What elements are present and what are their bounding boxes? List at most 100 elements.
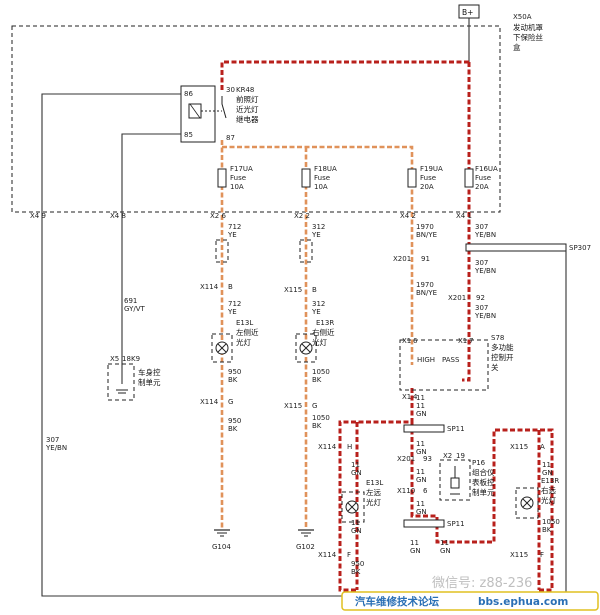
svg-text:盒: 盒 (513, 42, 521, 52)
svg-text:18: 18 (122, 355, 131, 363)
path-high-right (410, 422, 554, 592)
svg-text:KR48: KR48 (236, 86, 254, 94)
svg-text:11: 11 (416, 500, 425, 508)
svg-text:BN/YE: BN/YE (416, 231, 437, 239)
svg-text:E13L: E13L (366, 479, 383, 487)
svg-text:GN: GN (410, 547, 421, 555)
lamp-e13l-low: E13L 左侧近 光灯 (211, 319, 259, 363)
svg-text:YE/BN: YE/BN (474, 312, 496, 320)
svg-text:X50A: X50A (513, 13, 532, 21)
svg-text:F17UA: F17UA (230, 165, 253, 173)
svg-text:G: G (228, 398, 233, 406)
svg-text:光灯: 光灯 (366, 497, 381, 507)
svg-text:F18UA: F18UA (314, 165, 337, 173)
svg-text:A: A (540, 443, 545, 451)
svg-text:BK: BK (351, 568, 361, 576)
svg-text:光灯: 光灯 (236, 337, 251, 347)
svg-text:1970: 1970 (416, 281, 434, 289)
svg-text:GN: GN (351, 527, 362, 535)
svg-text:右远: 右远 (541, 485, 556, 495)
wire-labels-mid: 950 BK 1050 BK X114 G X115 G 950 BK 1050… (45, 368, 330, 452)
relay-pin87: 87 (226, 134, 235, 142)
svg-text:S78: S78 (491, 334, 504, 342)
svg-text:6: 6 (423, 487, 428, 495)
svg-text:YE/BN: YE/BN (474, 231, 496, 239)
svg-text:组合仪: 组合仪 (472, 467, 495, 477)
svg-text:G104: G104 (212, 543, 231, 551)
path-f19ua (222, 145, 414, 365)
fuse-f16ua: F16UA Fuse 20A (464, 165, 498, 191)
svg-text:GN: GN (351, 469, 362, 477)
pin-92: 92 (476, 294, 485, 302)
relay-coil-mark (189, 103, 201, 119)
svg-text:微信号: z88-236: 微信号: z88-236 (432, 576, 532, 591)
svg-text:X1: X1 (458, 337, 467, 345)
svg-text:YE/BN: YE/BN (45, 444, 67, 452)
svg-text:19: 19 (456, 452, 465, 460)
svg-text:汽车维修技术论坛: 汽车维修技术论坛 (355, 595, 439, 608)
fuse-f19ua: F19UA Fuse 20A (407, 165, 443, 191)
svg-text:BK: BK (312, 376, 322, 384)
splice-sp307 (465, 243, 567, 252)
svg-text:继电器: 继电器 (236, 114, 259, 124)
svg-text:BK: BK (228, 376, 238, 384)
svg-text:前照灯: 前照灯 (236, 94, 259, 104)
svg-text:X114: X114 (200, 398, 219, 406)
svg-text:X114: X114 (318, 551, 337, 559)
svg-text:多功能: 多功能 (491, 342, 514, 352)
svg-text:下保险丝: 下保险丝 (513, 32, 543, 42)
splice-sp11-top (403, 424, 445, 433)
svg-text:K9: K9 (131, 355, 140, 363)
svg-text:312: 312 (312, 223, 325, 231)
svg-text:11: 11 (351, 461, 360, 469)
svg-text:11: 11 (416, 468, 425, 476)
svg-text:312: 312 (312, 300, 325, 308)
svg-text:E13R: E13R (541, 477, 559, 485)
svg-text:G102: G102 (296, 543, 315, 551)
svg-text:10A: 10A (314, 183, 328, 191)
svg-text:车身控: 车身控 (138, 367, 161, 377)
svg-text:X2: X2 (443, 452, 452, 460)
wire-307-loop (41, 93, 469, 597)
svg-text:左远: 左远 (366, 487, 381, 497)
svg-text:X2 2: X2 2 (294, 212, 310, 220)
svg-text:691: 691 (124, 297, 137, 305)
wire-691 (121, 133, 181, 368)
svg-text:950: 950 (228, 417, 241, 425)
svg-text:BK: BK (228, 425, 238, 433)
svg-text:X115: X115 (510, 551, 528, 559)
pin-b2: B (312, 286, 317, 294)
svg-text:Fuse: Fuse (420, 174, 436, 182)
svg-text:bbs.ephua.com: bbs.ephua.com (478, 596, 568, 608)
svg-text:X4 1: X4 1 (456, 212, 472, 220)
relay-pin86: 86 (184, 90, 193, 98)
relay-pin30: 30 (226, 86, 235, 94)
svg-text:HIGH: HIGH (417, 356, 435, 364)
svg-text:光灯: 光灯 (541, 495, 556, 505)
svg-text:GN: GN (416, 476, 427, 484)
svg-text:1050: 1050 (312, 414, 330, 422)
x201-91: X201 (393, 255, 411, 263)
sp11-top-label: SP11 (447, 425, 465, 433)
inline-link-right (299, 239, 313, 263)
svg-text:712: 712 (228, 300, 241, 308)
pin-91: 91 (421, 255, 430, 263)
path-bplus-relay (220, 60, 469, 92)
svg-text:YE: YE (227, 308, 237, 316)
svg-text:11: 11 (416, 394, 425, 402)
path-high-left-outer (338, 388, 414, 592)
svg-text:F: F (347, 551, 351, 559)
lamp-e13l-high: E13L 左远 光灯 (341, 479, 383, 523)
svg-text:1050: 1050 (312, 368, 330, 376)
svg-text:BK: BK (312, 422, 322, 430)
svg-text:F19UA: F19UA (420, 165, 443, 173)
svg-text:11: 11 (440, 539, 449, 547)
svg-text:20A: 20A (475, 183, 489, 191)
svg-text:YE: YE (311, 231, 321, 239)
cluster-p16: X2 19 P16 组合仪 表板控 制单元 (439, 452, 495, 501)
svg-text:GN: GN (416, 508, 427, 516)
relay-label: KR48 前照灯 近光灯 继电器 (236, 86, 259, 124)
relay-pin85: 85 (184, 131, 193, 139)
svg-text:发动机罩: 发动机罩 (513, 22, 543, 32)
